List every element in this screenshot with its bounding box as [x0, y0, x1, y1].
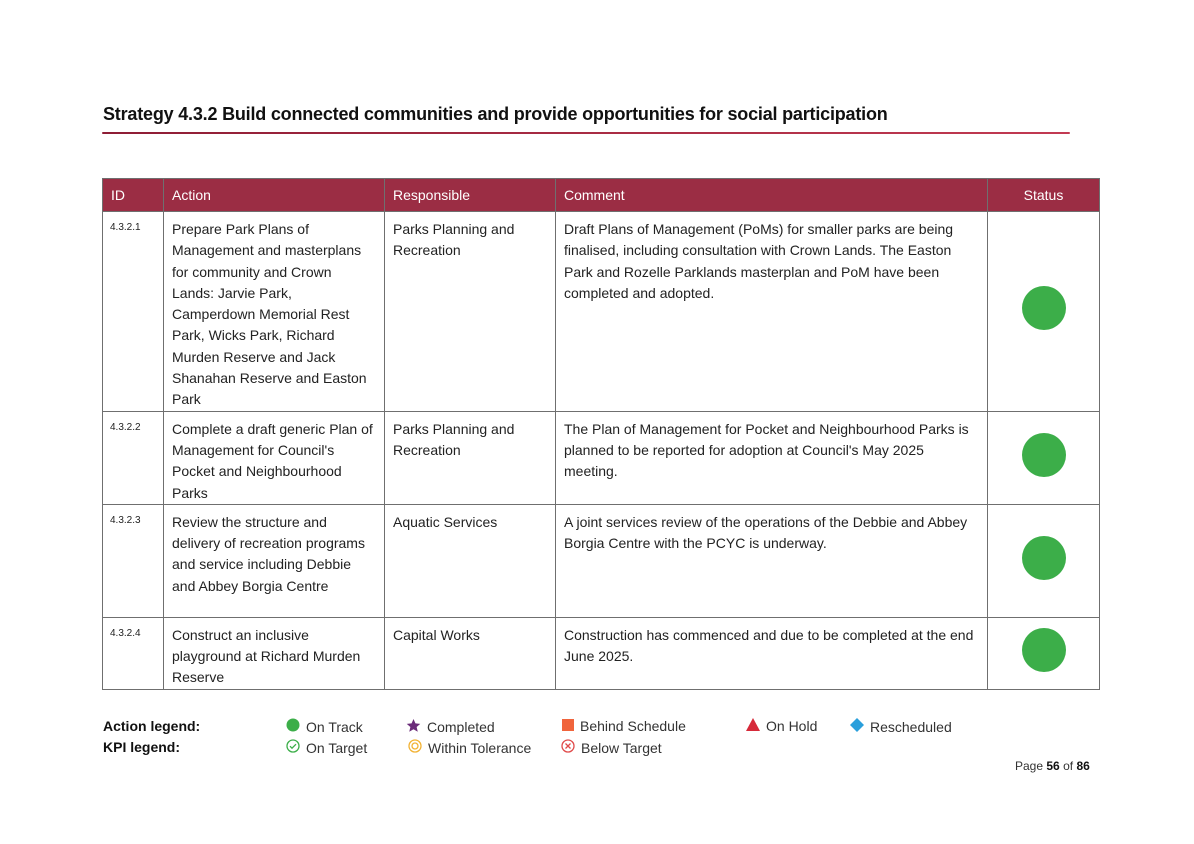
legend-label: Within Tolerance [428, 739, 532, 756]
on-track-status-icon [1021, 628, 1066, 673]
page-footer: Page 56 of 86 [1015, 759, 1090, 773]
x-circle-icon [561, 739, 575, 756]
row-action: Construct an inclusive playground at Ric… [163, 616, 385, 690]
row-comment: Construction has commenced and due to be… [555, 616, 988, 690]
row-status [987, 616, 1100, 690]
footer-of-word: of [1063, 759, 1074, 773]
actions-table: ID Action Responsible Comment Status 4.3… [102, 178, 1100, 690]
header-comment: Comment [555, 178, 988, 212]
table-row: 4.3.2.3 Review the structure and deliver… [102, 503, 1100, 618]
legend-behind-schedule: Behind Schedule [562, 718, 686, 734]
legend-label: On Track [306, 718, 363, 735]
on-track-status-icon [1021, 535, 1066, 580]
table-header-row: ID Action Responsible Comment Status [102, 178, 1100, 212]
legend-label: Completed [427, 719, 495, 735]
row-id: 4.3.2.1 [102, 211, 164, 412]
table-row: 4.3.2.2 Complete a draft generic Plan of… [102, 410, 1100, 505]
row-comment: The Plan of Management for Pocket and Ne… [555, 410, 988, 505]
triangle-icon [746, 718, 760, 734]
on-track-status-icon [1021, 432, 1066, 477]
row-responsible: Aquatic Services [384, 503, 556, 618]
kpi-legend-label: KPI legend: [103, 739, 181, 755]
heading-rule [102, 132, 1070, 134]
header-id: ID [102, 178, 164, 212]
row-status [987, 211, 1100, 412]
header-action: Action [163, 178, 385, 212]
row-action: Prepare Park Plans of Management and mas… [163, 211, 385, 412]
row-status [987, 410, 1100, 505]
legend-label: On Target [306, 739, 368, 756]
footer-current-page: 56 [1046, 759, 1060, 773]
legend-on-track: On Track [286, 718, 363, 735]
strategy-heading: Strategy 4.3.2 Build connected communiti… [103, 104, 888, 124]
row-comment: Draft Plans of Management (PoMs) for sma… [555, 211, 988, 412]
row-action: Complete a draft generic Plan of Managem… [163, 410, 385, 505]
row-id: 4.3.2.2 [102, 410, 164, 505]
legend-rescheduled: Rescheduled [850, 718, 952, 735]
row-responsible: Parks Planning and Recreation [384, 410, 556, 505]
row-id: 4.3.2.3 [102, 503, 164, 618]
star-icon [406, 718, 421, 736]
table-row: 4.3.2.1 Prepare Park Plans of Management… [102, 211, 1100, 412]
legend-label: Rescheduled [870, 718, 952, 735]
diamond-icon [850, 718, 864, 735]
row-id: 4.3.2.4 [102, 616, 164, 690]
legend-on-target: On Target [286, 739, 367, 756]
row-responsible: Parks Planning and Recreation [384, 211, 556, 412]
row-status [987, 503, 1100, 618]
legend-label: On Hold [766, 718, 818, 734]
legend-below-target: Below Target [561, 739, 662, 756]
row-action: Review the structure and delivery of rec… [163, 503, 385, 618]
target-circle-icon [408, 739, 422, 756]
action-legend-label: Action legend: [103, 718, 201, 734]
legend-label: Behind Schedule [580, 718, 686, 734]
footer-total-pages: 86 [1076, 759, 1090, 773]
legend-completed: Completed [406, 718, 495, 736]
square-icon [562, 718, 574, 734]
legend-within-tolerance: Within Tolerance [408, 739, 531, 756]
footer-page-word: Page [1015, 759, 1044, 773]
table-row: 4.3.2.4 Construct an inclusive playgroun… [102, 616, 1100, 690]
header-status: Status [987, 178, 1100, 212]
on-track-status-icon [1021, 286, 1066, 331]
row-comment: A joint services review of the operation… [555, 503, 988, 618]
legend-on-hold: On Hold [746, 718, 817, 734]
legend-label: Below Target [581, 739, 662, 756]
header-responsible: Responsible [384, 178, 556, 212]
row-responsible: Capital Works [384, 616, 556, 690]
check-circle-icon [286, 739, 300, 756]
on-track-icon [286, 718, 300, 735]
